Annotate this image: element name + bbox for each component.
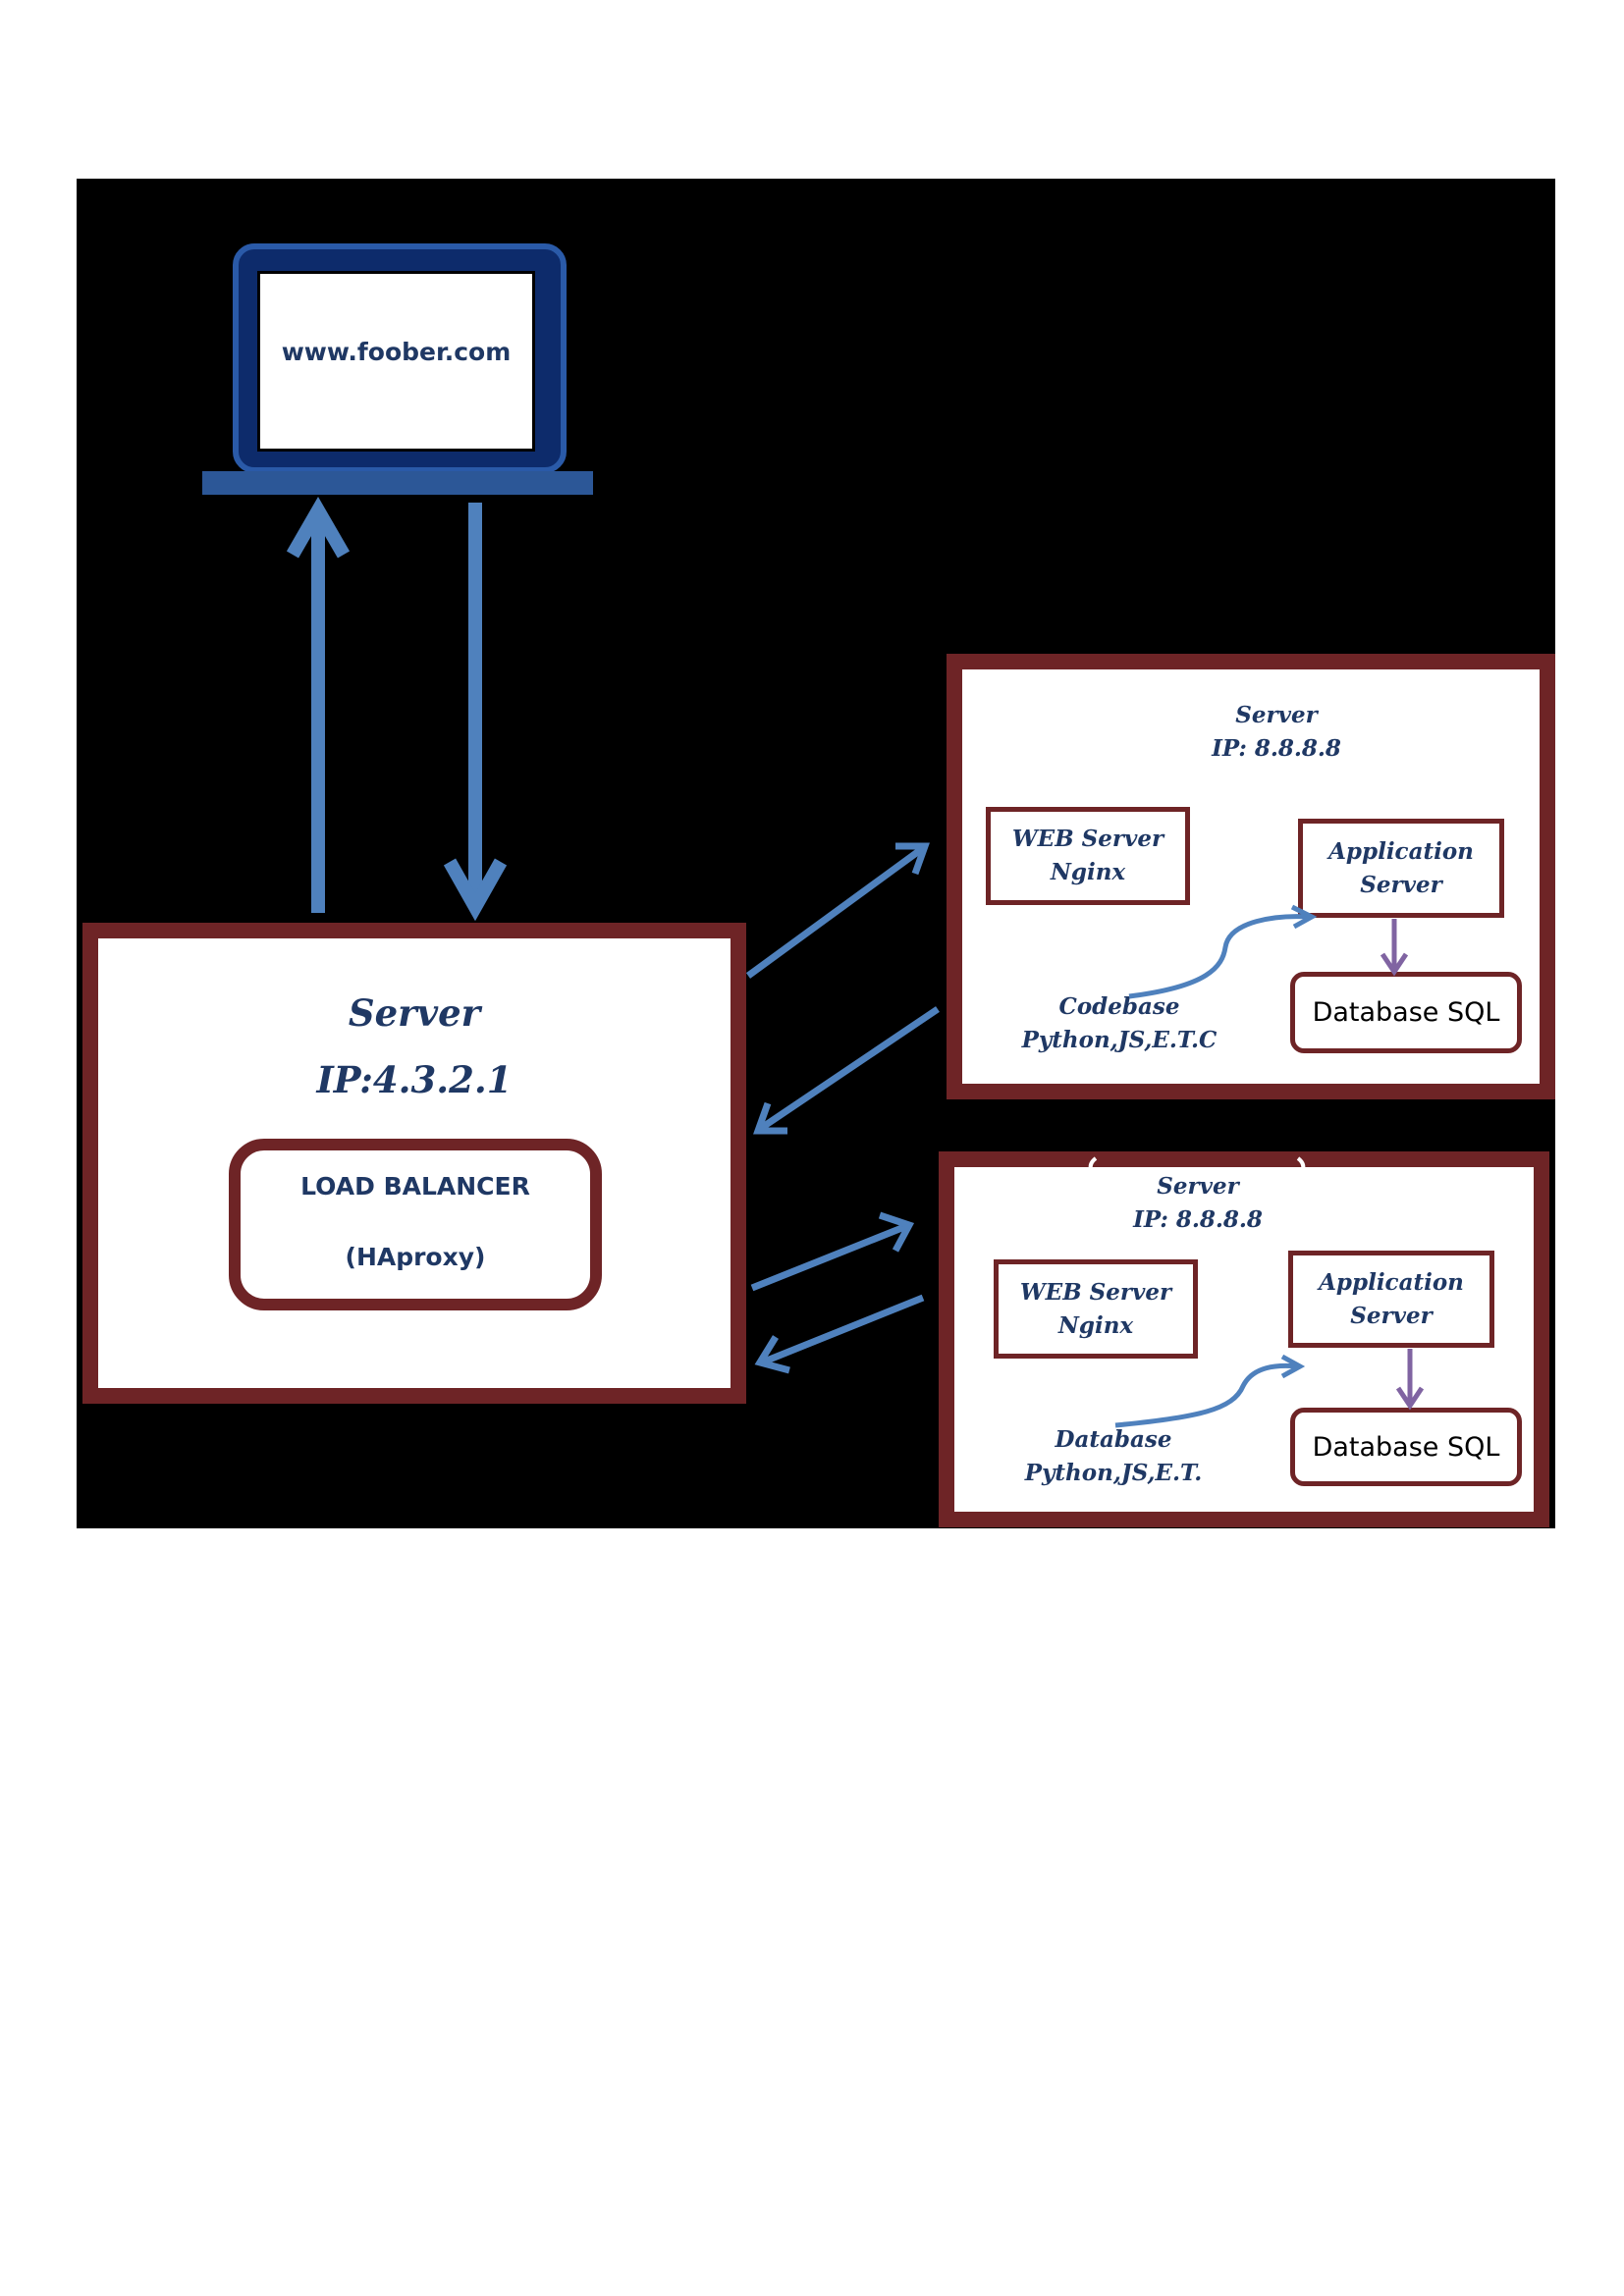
server-2-ip: IP: 8.8.8.8 [1133, 1206, 1263, 1233]
server-1-app-server: Application Server [1298, 819, 1504, 918]
server-1-code-line2: Python,JS,E.T.C [1021, 1027, 1218, 1053]
arrow-lb-to-server-2 [750, 1211, 915, 1292]
load-balancer-sub: (HAproxy) [345, 1243, 486, 1271]
server-2-app-line2: Server [1350, 1302, 1433, 1329]
arrow-server-1-to-lb [753, 1006, 940, 1135]
arrow-client-to-lb [443, 503, 508, 922]
server-1-app-line2: Server [1360, 871, 1442, 898]
server-2-code-line1: Database [1055, 1426, 1172, 1453]
load-balancer-box: LOAD BALANCER (HAproxy) [229, 1139, 602, 1310]
server-2-code-line2: Python,JS,E.T. [1024, 1460, 1203, 1486]
server-2-database: Database SQL [1290, 1408, 1522, 1486]
server-2-web-line2: Nginx [1057, 1311, 1134, 1339]
server-1-app-to-db-arrow [1380, 919, 1409, 977]
server-2-web-server: WEB Server Nginx [994, 1259, 1198, 1359]
server-2-app-line1: Application [1319, 1268, 1464, 1296]
server-1-title: Server [1235, 702, 1318, 728]
arrow-lb-to-client [286, 497, 351, 913]
load-balancer-server: Server IP:4.3.2.1 [82, 923, 746, 1404]
arrow-lb-to-server-1 [745, 842, 930, 979]
server-2-bracket-left [1088, 1156, 1098, 1173]
server-1-web-line1: WEB Server [1011, 826, 1164, 852]
lb-server-title: Server [348, 991, 481, 1035]
laptop-url: www.foober.com [281, 337, 512, 366]
server-2-bracket-right [1296, 1156, 1306, 1173]
laptop-screen: www.foober.com [257, 271, 535, 452]
server-2-app-server: Application Server [1288, 1251, 1494, 1348]
server-2-web-line1: WEB Server [1019, 1278, 1172, 1306]
server-2-app-to-db-arrow [1395, 1349, 1425, 1411]
server-1-database: Database SQL [1290, 972, 1522, 1053]
server-1-app-line1: Application [1328, 837, 1474, 865]
lb-server-ip: IP:4.3.2.1 [316, 1058, 513, 1101]
server-2-codebase-arrow [1114, 1354, 1306, 1428]
server-1-code-line1: Codebase [1058, 993, 1180, 1020]
load-balancer-label: LOAD BALANCER [300, 1172, 530, 1201]
server-1-web-server: WEB Server Nginx [986, 807, 1190, 905]
server-1-db-label: Database SQL [1312, 997, 1500, 1028]
server-1-ip: IP: 8.8.8.8 [1212, 735, 1341, 762]
server-1-web-line2: Nginx [1050, 859, 1126, 885]
laptop-base [202, 471, 593, 495]
server-2-db-label: Database SQL [1312, 1431, 1500, 1463]
server-1-codebase-arrow [1128, 904, 1318, 999]
arrow-server-2-to-lb [754, 1294, 925, 1374]
server-2-title: Server [1157, 1173, 1239, 1200]
